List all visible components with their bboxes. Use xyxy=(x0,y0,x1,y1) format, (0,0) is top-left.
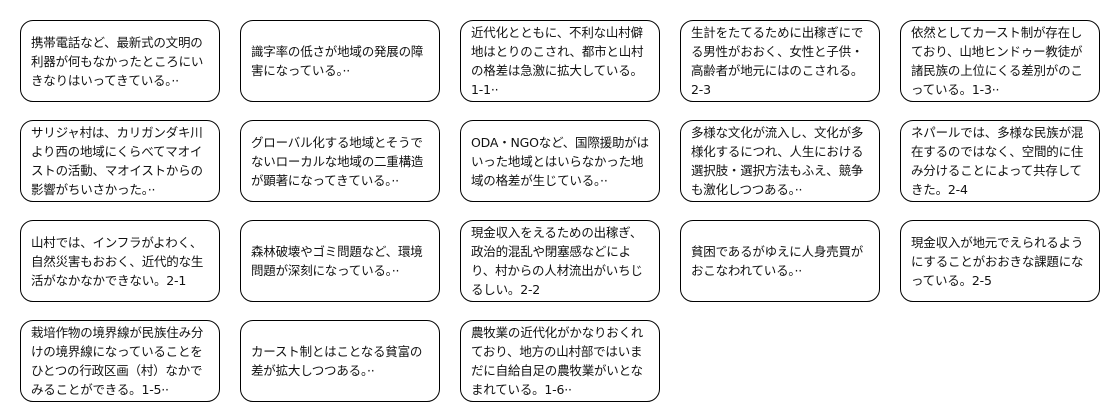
note-text: 多様な文化が流入し、文化が多様化するにつれ、人生における選択肢・選択方法もふえ、… xyxy=(691,125,864,197)
note-card[interactable]: 生計をたてるために出稼ぎにでる男性がおおく、女性と子供・高齢者が地元にはのこされ… xyxy=(680,20,880,102)
note-card[interactable]: 現金収入が地元でえられるようにすることがおおきな課題になっている。2-5 xyxy=(900,220,1100,302)
note-text: 依然としてカースト制が存在しており、山地ヒンドゥー教徒が諸民族の上位にくる差別が… xyxy=(911,25,1083,97)
note-text: 現金収入が地元でえられるようにすることがおおきな課題になっている。2-5 xyxy=(911,234,1084,288)
note-text: 貧困であるがゆえに人身売買がおこなわれている。·· xyxy=(691,244,864,278)
note-card[interactable]: 依然としてカースト制が存在しており、山地ヒンドゥー教徒が諸民族の上位にくる差別が… xyxy=(900,20,1100,102)
note-text: 現金収入をえるための出稼ぎ、政治的混乱や閉塞感などにより、村からの人材流出がいち… xyxy=(471,225,643,297)
note-text: 携帯電話など、最新式の文明の利器が何もなかったところにいきなりはいってきている。… xyxy=(31,34,204,88)
note-card[interactable]: カースト制とはことなる貧富の差が拡大しつつある。·· xyxy=(240,320,440,402)
note-card[interactable]: 山村では、インフラがよわく、自然災害もおおく、近代的な生活がなかなかできない。2… xyxy=(20,220,220,302)
note-text: グローバル化する地域とそうでないローカルな地域の二重構造が顕著になってきている。… xyxy=(251,134,424,188)
note-text: 生計をたてるために出稼ぎにでる男性がおおく、女性と子供・高齢者が地元にはのこされ… xyxy=(691,25,864,97)
note-text: ODA・NGOなど、国際援助がはいった地域とはいらなかった地域の格差が生じている… xyxy=(471,134,649,188)
note-card[interactable]: 多様な文化が流入し、文化が多様化するにつれ、人生における選択肢・選択方法もふえ、… xyxy=(680,120,880,202)
note-text: 森林破壊やゴミ問題など、環境問題が深刻になっている。·· xyxy=(251,244,423,278)
note-card[interactable]: 携帯電話など、最新式の文明の利器が何もなかったところにいきなりはいってきている。… xyxy=(20,20,220,102)
note-card[interactable]: 農牧業の近代化がかなりおくれており、地方の山村部ではいまだに自給自足の農牧業がい… xyxy=(460,320,660,402)
card-grid: 携帯電話など、最新式の文明の利器が何もなかったところにいきなりはいってきている。… xyxy=(20,20,1100,402)
note-card[interactable]: グローバル化する地域とそうでないローカルな地域の二重構造が顕著になってきている。… xyxy=(240,120,440,202)
note-card[interactable]: ネパールでは、多様な民族が混在するのではなく、空間的に住み分けることによって共存… xyxy=(900,120,1100,202)
note-text: サリジャ村は、カリガンダキ川より西の地域にくらべてマオイストの活動、マオイストか… xyxy=(31,125,203,197)
note-text: 山村では、インフラがよわく、自然災害もおおく、近代的な生活がなかなかできない。2… xyxy=(31,234,204,288)
note-card[interactable]: サリジャ村は、カリガンダキ川より西の地域にくらべてマオイストの活動、マオイストか… xyxy=(20,120,220,202)
note-text: 識字率の低さが地域の発展の障害になっている。·· xyxy=(251,44,424,78)
note-text: カースト制とはことなる貧富の差が拡大しつつある。·· xyxy=(251,344,423,378)
note-card[interactable]: 現金収入をえるための出稼ぎ、政治的混乱や閉塞感などにより、村からの人材流出がいち… xyxy=(460,220,660,302)
note-card[interactable]: 森林破壊やゴミ問題など、環境問題が深刻になっている。·· xyxy=(240,220,440,302)
note-card[interactable]: ODA・NGOなど、国際援助がはいった地域とはいらなかった地域の格差が生じている… xyxy=(460,120,660,202)
note-text: 近代化とともに、不利な山村僻地はとりのこされ、都市と山村の格差は急激に拡大してい… xyxy=(471,25,644,97)
note-card[interactable]: 貧困であるがゆえに人身売買がおこなわれている。·· xyxy=(680,220,880,302)
note-text: 農牧業の近代化がかなりおくれており、地方の山村部ではいまだに自給自足の農牧業がい… xyxy=(471,325,644,397)
note-text: ネパールでは、多様な民族が混在するのではなく、空間的に住み分けることによって共存… xyxy=(911,125,1084,197)
note-card[interactable]: 識字率の低さが地域の発展の障害になっている。·· xyxy=(240,20,440,102)
note-card[interactable]: 近代化とともに、不利な山村僻地はとりのこされ、都市と山村の格差は急激に拡大してい… xyxy=(460,20,660,102)
note-text: 栽培作物の境界線が民族住み分けの境界線になっていることをひとつの行政区画（村）な… xyxy=(31,325,204,397)
note-card[interactable]: 栽培作物の境界線が民族住み分けの境界線になっていることをひとつの行政区画（村）な… xyxy=(20,320,220,402)
